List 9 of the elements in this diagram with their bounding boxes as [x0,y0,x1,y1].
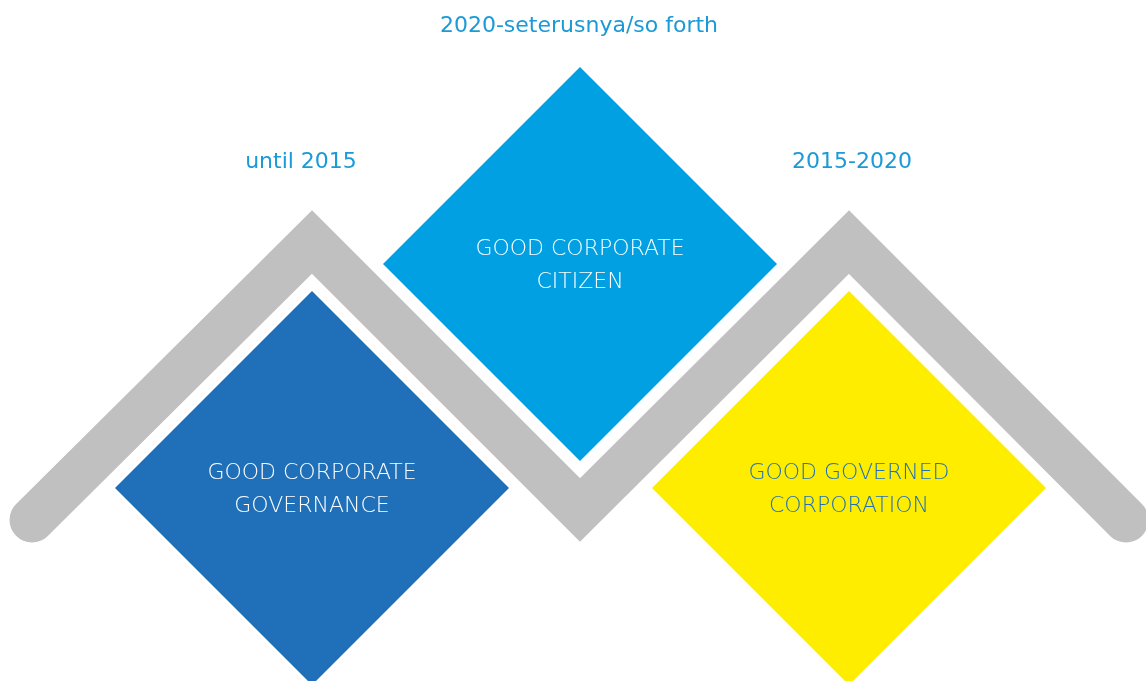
diamond-label: GOOD GOVERNED CORPORATION [747,458,951,519]
diamond-shape [652,291,1046,681]
period-label: 2015-2020 [792,146,912,175]
diamond-label: GOOD CORPORATE CITIZEN [474,234,686,295]
diamond-shape [115,291,509,681]
period-label: 2020-seterusnya/so forth [439,10,719,39]
diamond-label: GOOD CORPORATE GOVERNANCE [206,458,418,519]
diamond-shape [383,67,777,461]
period-label: until 2015 [245,146,357,175]
